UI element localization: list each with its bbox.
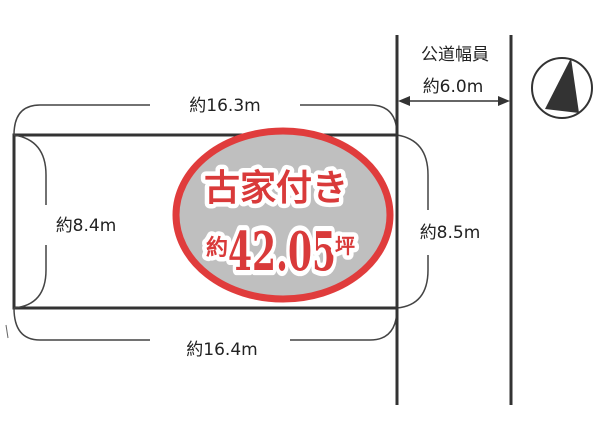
right-depth-label: 約8.5m: [420, 223, 481, 243]
road-width-arrow: [398, 96, 510, 106]
area-badge: 古家付き 約 42.05 坪: [172, 127, 394, 303]
bottom-width-label: 約16.4m: [186, 340, 257, 360]
badge-area-value: 42.05: [228, 220, 336, 283]
top-width-label: 約16.3m: [189, 96, 260, 116]
bottom-dimension-bracket: [13, 307, 398, 341]
right-dimension-bracket: [396, 134, 429, 309]
road-width-label: 約6.0m: [423, 77, 484, 97]
road-label: 公道幅員: [421, 45, 489, 65]
badge-prefix: 約: [206, 235, 228, 261]
stray-mark: [5, 324, 9, 339]
north-arrow-icon: [531, 57, 593, 119]
badge-title: 古家付き: [204, 167, 348, 209]
left-dimension-bracket: [13, 134, 47, 309]
badge-unit: 坪: [335, 234, 355, 258]
left-depth-label: 約8.4m: [56, 216, 117, 236]
